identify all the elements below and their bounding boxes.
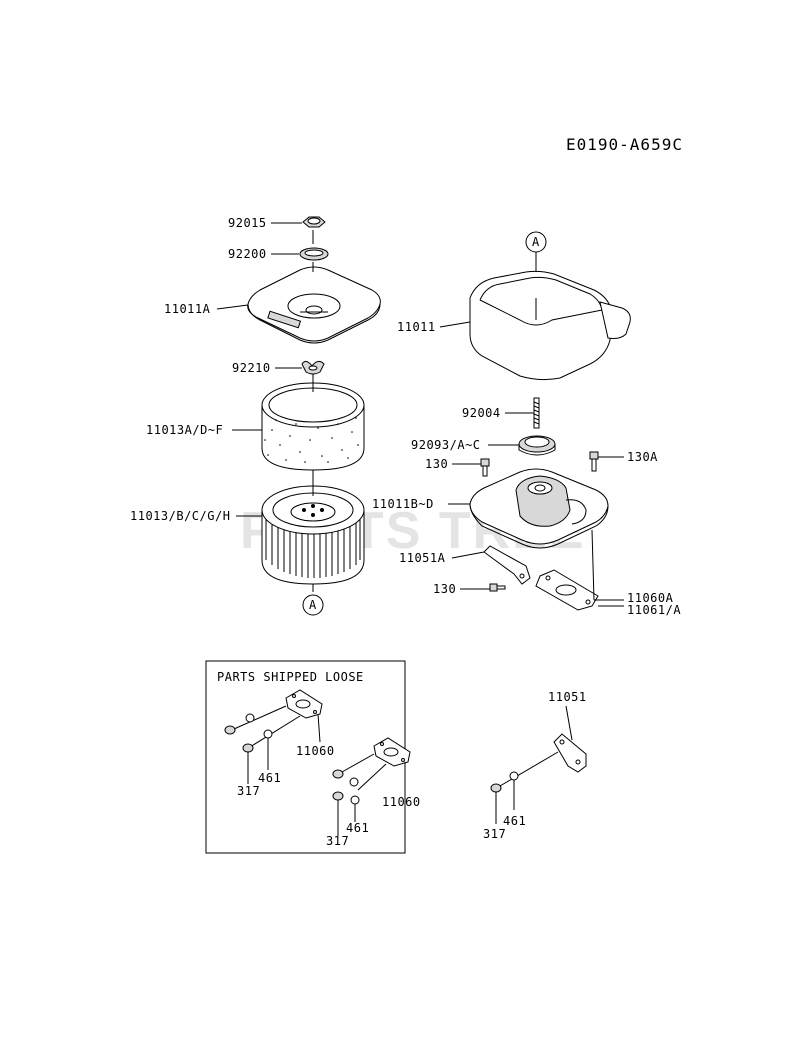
label-11051: 11051 [548,690,587,704]
leader-11051A [451,551,485,559]
part-92015-nut [302,216,326,228]
part-11060-gasket-a [285,689,323,719]
label-11011: 11011 [397,320,436,334]
part-92093-seal [518,435,556,456]
part-317-nut-a [224,725,254,753]
label-11060-a: 11060 [296,744,335,758]
label-11013A: 11013A/D~F [146,423,223,437]
label-130-top: 130 [425,457,448,471]
part-92004-stud [533,397,540,429]
part-317-nut-c [490,783,502,793]
part-92210-wingnut [301,360,325,375]
label-11061: 11061/A [627,603,681,617]
part-11011-housing [469,270,631,381]
label-92210: 92210 [232,361,271,375]
label-461-c: 461 [503,814,526,828]
label-11051A: 11051A [399,551,446,565]
part-11051A-bracket [483,545,531,585]
loose-box-title: PARTS SHIPPED LOOSE [217,670,364,684]
ref-A-right: A [532,235,540,249]
label-130-bottom: 130 [433,582,456,596]
part-130A-bolt [589,451,599,472]
part-130-bolt-top [480,458,490,477]
label-317-a: 317 [237,784,260,798]
label-130A: 130A [627,450,658,464]
label-92200: 92200 [228,247,267,261]
label-11060A: 11060A [627,591,674,605]
part-461-washer-c [509,771,519,781]
label-11011B: 11011B~D [372,497,434,511]
label-92015: 92015 [228,216,267,230]
part-92200-washer [299,247,329,261]
part-11051-bracket [553,733,587,773]
label-461-a: 461 [258,771,281,785]
part-11060-gasket-b [373,737,411,767]
part-11013-filter [261,485,365,585]
label-92093: 92093/A~C [411,438,481,452]
part-11060A-gasket [535,569,599,611]
part-461-washer-b [349,777,360,805]
label-317-b: 317 [326,834,349,848]
label-317-c: 317 [483,827,506,841]
part-317-nut-b [332,769,344,801]
leader-11011 [439,321,471,328]
diagram-code: E0190-A659C [566,135,683,154]
part-11011B-base [469,468,609,549]
leader-11060A [591,529,595,601]
label-92004: 92004 [462,406,501,420]
label-11011A: 11011A [164,302,211,316]
leader-11011A [216,304,249,310]
part-130-bolt-bottom [489,583,506,592]
label-11013: 11013/B/C/G/H [130,509,230,523]
part-461-washer-a [245,713,273,739]
label-461-b: 461 [346,821,369,835]
label-11060-b: 11060 [382,795,421,809]
part-11011A-cover [247,266,381,344]
ref-A-left: A [309,598,317,612]
ref-circle-A-left [302,594,324,616]
part-11013A-prefilter [261,382,365,471]
